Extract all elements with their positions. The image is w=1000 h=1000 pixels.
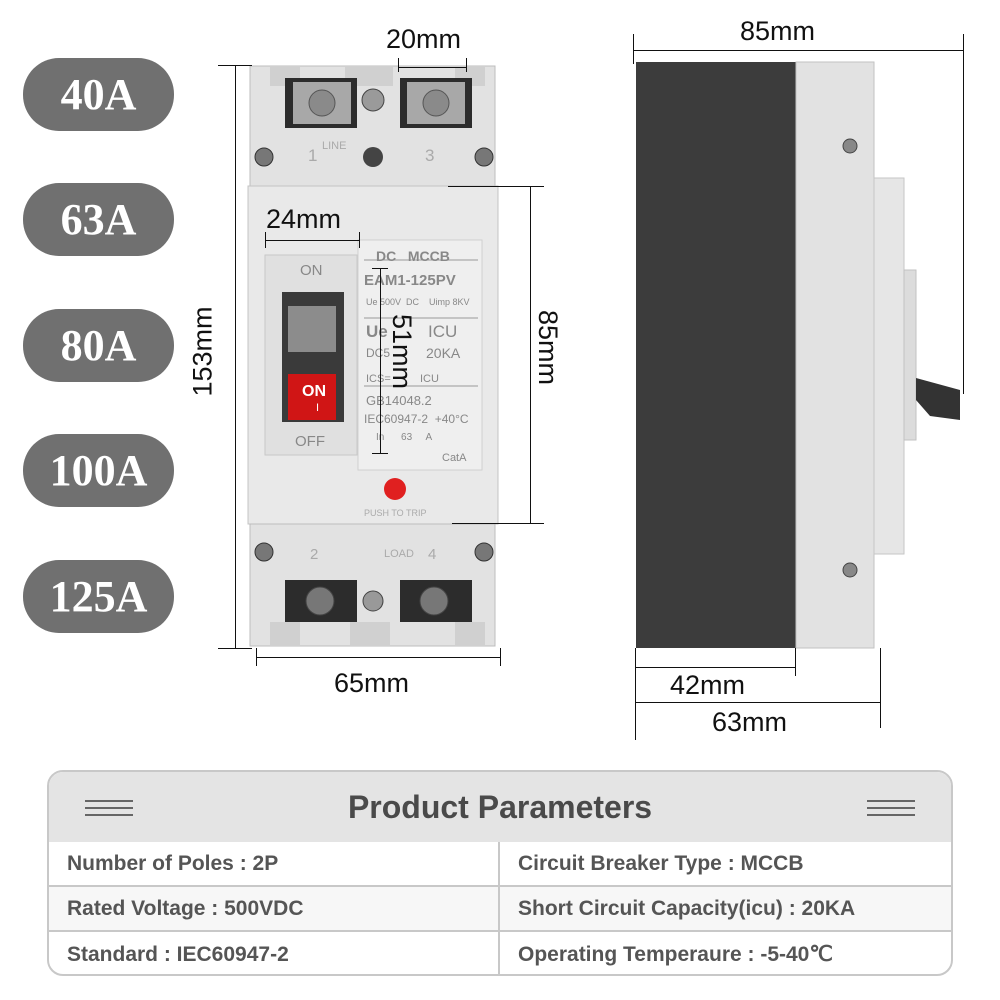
dim-label-63mm: 63mm	[712, 707, 788, 737]
rating-125a: 125A	[23, 560, 174, 633]
dim-label-42mm: 42mm	[670, 670, 746, 700]
rating-40a: 40A	[23, 58, 174, 131]
dim-tick	[265, 232, 266, 248]
param-temperature: Operating Temperaure : -5-40℃	[518, 943, 833, 966]
dim-label-20mm: 20mm	[386, 24, 462, 54]
dim-line-63mm	[635, 702, 880, 703]
dim-tick	[218, 648, 252, 649]
dim-tick	[359, 232, 360, 248]
label-icu: ICU	[428, 322, 458, 341]
dim-line-85mm-side	[633, 50, 963, 51]
params-title: Product Parameters	[347, 788, 653, 825]
dim-line-65mm	[256, 657, 500, 658]
dim-tick	[880, 648, 881, 728]
table-row: Rated Voltage : 500VDC Short Circuit Cap…	[49, 887, 951, 932]
push-to-trip-text: PUSH TO TRIP	[364, 508, 427, 518]
dim-tick	[218, 65, 252, 66]
label-spec: Ue 500V DC Uimp 8KV	[366, 297, 470, 307]
param-breaker-type: Circuit Breaker Type : MCCB	[518, 851, 804, 875]
dim-tick	[795, 648, 796, 676]
terminal-4-text: 4	[428, 546, 437, 563]
label-ka: 20KA	[426, 345, 461, 361]
dim-line-153mm	[235, 65, 236, 648]
label-ics: ICS=	[366, 373, 391, 385]
breaker-off-text: OFF	[295, 433, 325, 450]
breaker-front-view	[247, 65, 499, 647]
terminal-1-text: 1	[308, 146, 318, 165]
dim-label-51mm: 51mm	[387, 313, 418, 390]
breaker-side-view	[636, 61, 960, 649]
dim-tick	[963, 34, 964, 394]
dim-line-24mm	[265, 240, 359, 241]
dim-tick	[633, 34, 634, 64]
rating-63a: 63A	[23, 183, 174, 256]
dim-tick	[398, 58, 399, 72]
dim-tick	[452, 523, 544, 524]
params-header: Product Parameters	[49, 772, 951, 842]
param-voltage: Rated Voltage : 500VDC	[49, 887, 500, 930]
menu-lines-icon	[85, 800, 133, 820]
line-text: LINE	[322, 140, 347, 152]
label-in: In 63 A	[376, 432, 433, 443]
load-text: LOAD	[384, 548, 414, 560]
handle-i-text: I	[316, 402, 320, 414]
menu-lines-icon	[867, 800, 915, 820]
dim-tick	[500, 648, 501, 666]
param-standard: Standard : IEC60947-2	[49, 932, 500, 974]
rating-100a: 100A	[23, 434, 174, 507]
handle-on-text: ON	[302, 383, 326, 400]
terminal-3-text: 3	[425, 146, 435, 165]
dim-label-65mm: 65mm	[334, 668, 410, 698]
table-row: Standard : IEC60947-2 Operating Temperau…	[49, 932, 951, 974]
dim-line-51mm	[380, 268, 381, 453]
dim-tick	[635, 648, 636, 740]
terminal-2-text: 2	[310, 546, 319, 563]
breaker-on-text: ON	[300, 262, 323, 279]
param-short-circuit: Short Circuit Capacity(icu) : 20KA	[518, 896, 856, 920]
label-ics-icu: ICU	[420, 373, 439, 385]
table-row: Number of Poles : 2P Circuit Breaker Typ…	[49, 842, 951, 887]
dim-tick	[372, 453, 388, 454]
label-gb: GB14048.2	[366, 393, 432, 408]
param-poles: Number of Poles : 2P	[49, 842, 500, 885]
dim-label-85mm-front: 85mm	[533, 309, 564, 386]
dim-tick	[448, 186, 544, 187]
dim-line-85mm-front	[530, 186, 531, 523]
dim-line-20mm	[398, 67, 466, 68]
label-model: EAM1-125PV	[364, 272, 456, 289]
dim-label-153mm: 153mm	[187, 306, 218, 397]
dim-line-42mm	[635, 667, 795, 668]
dim-label-24mm: 24mm	[266, 204, 342, 234]
label-ue: Ue	[366, 322, 388, 341]
dim-tick	[256, 648, 257, 666]
rating-80a: 80A	[23, 309, 174, 382]
label-dc-mccb: DC MCCB	[376, 248, 450, 264]
dim-tick	[372, 268, 388, 269]
label-dc: DC5	[366, 346, 391, 360]
dim-tick	[466, 58, 467, 72]
label-cat: CatA	[442, 452, 467, 464]
product-parameters-table: Product Parameters Number of Poles : 2P …	[47, 770, 953, 976]
dim-label-85mm-side: 85mm	[740, 16, 816, 46]
